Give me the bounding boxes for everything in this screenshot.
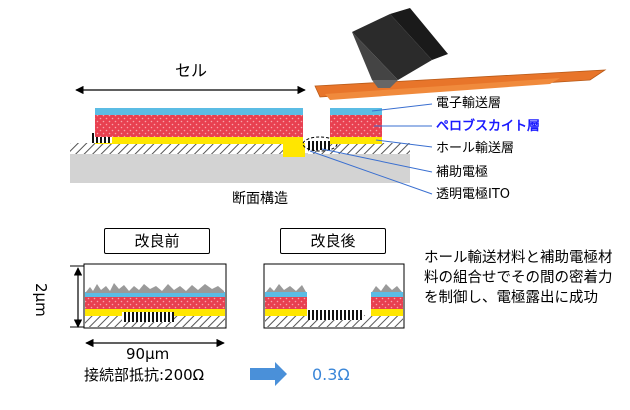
legend-htl: ホール輸送層 bbox=[436, 141, 515, 156]
leader-lines bbox=[309, 103, 433, 195]
probe-tab-lower bbox=[325, 78, 560, 100]
cell-label: セル bbox=[175, 61, 208, 80]
ito-layer-left bbox=[70, 143, 302, 154]
legend-perovskite: ペロブスカイト層 bbox=[436, 119, 541, 134]
description-text: ホール輸送材料と補助電極材料の組合せでその間の密着力を制御し、電極露出に成功 bbox=[424, 250, 613, 306]
etl-layer-right bbox=[330, 108, 382, 115]
auxiliary-electrode-left bbox=[90, 133, 112, 143]
before-microstructure bbox=[70, 263, 227, 348]
auxiliary-electrode-mid bbox=[306, 141, 330, 150]
improvement-arrow bbox=[250, 362, 287, 386]
legend-etl: 電子輸送層 bbox=[436, 96, 502, 111]
after-resistance: 0.3Ω bbox=[312, 365, 350, 384]
legend-aux-electrode: 補助電極 bbox=[436, 165, 489, 180]
legend-ito: 透明電極ITO bbox=[436, 187, 511, 202]
perovskite-layer-left bbox=[95, 115, 303, 137]
htl-contact-left bbox=[283, 143, 305, 157]
etl-layer-left bbox=[95, 108, 303, 115]
before-label: 改良前 bbox=[104, 228, 210, 254]
htl-layer-left bbox=[95, 136, 303, 144]
resistance-label: 接続部抵抗:200Ω bbox=[84, 366, 205, 384]
width-label: 90μm bbox=[126, 345, 170, 363]
glass-substrate bbox=[70, 153, 410, 183]
after-label: 改良後 bbox=[280, 228, 386, 254]
ito-layer-right bbox=[308, 143, 410, 154]
section-label: 断面構造 bbox=[232, 191, 288, 207]
height-label: 2μm bbox=[32, 283, 50, 317]
after-microstructure bbox=[263, 263, 405, 329]
perovskite-layer-right bbox=[330, 115, 382, 137]
probe-head bbox=[352, 8, 448, 88]
top-cross-section bbox=[70, 8, 607, 195]
htl-layer-right bbox=[330, 136, 382, 144]
